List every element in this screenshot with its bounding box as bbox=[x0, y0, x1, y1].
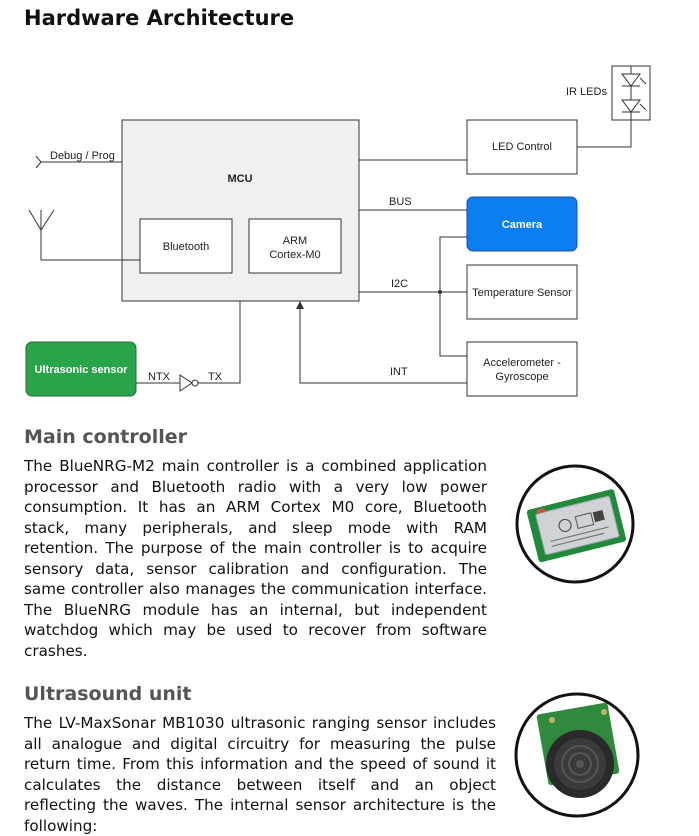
temperature-label: Temperature Sensor bbox=[472, 287, 572, 299]
main-controller-paragraph: The BlueNRG-M2 main controller is a comb… bbox=[24, 457, 487, 660]
accel-label-line2: Gyroscope bbox=[495, 371, 548, 383]
ultrasonic-sensor-block bbox=[25, 341, 137, 397]
inverter-icon bbox=[179, 374, 199, 392]
ultrasonic-label: Ultrasonic sensor bbox=[35, 364, 129, 376]
arm-label-line2: Cortex-M0 bbox=[269, 249, 320, 261]
i2c-label: I2C bbox=[391, 278, 408, 290]
temperature-sensor-block bbox=[466, 264, 578, 320]
int-arrow-icon bbox=[296, 301, 304, 309]
camera-label: Camera bbox=[502, 219, 543, 231]
led-control-label: LED Control bbox=[492, 141, 552, 153]
bluetooth-block bbox=[139, 218, 233, 274]
accel-label-line1: Accelerometer - bbox=[483, 357, 561, 369]
page-title: Hardware Architecture bbox=[24, 6, 295, 30]
ultrasound-unit-paragraph: The LV-MaxSonar MB1030 ultrasonic rangin… bbox=[24, 714, 496, 835]
bluenrg-module-photo bbox=[515, 464, 635, 584]
debug-label: Debug / Prog bbox=[50, 150, 115, 162]
ir-leds-label: IR LEDs bbox=[566, 86, 607, 98]
ir-led-icon bbox=[621, 66, 647, 120]
ultrasound-unit-heading: Ultrasound unit bbox=[24, 683, 192, 705]
arm-label-line1: ARM bbox=[283, 235, 307, 247]
int-label: INT bbox=[390, 366, 408, 378]
bus-label: BUS bbox=[389, 196, 412, 208]
antenna-icon bbox=[28, 209, 55, 260]
maxsonar-sensor-photo bbox=[514, 692, 640, 818]
mcu-label: MCU bbox=[227, 173, 252, 185]
tx-label: TX bbox=[208, 371, 223, 383]
camera-block bbox=[466, 196, 578, 252]
bluetooth-label: Bluetooth bbox=[163, 241, 209, 253]
arm-core-block bbox=[248, 218, 342, 274]
debug-connector-icon bbox=[35, 155, 42, 169]
ntx-label: NTX bbox=[148, 371, 171, 383]
mcu-block bbox=[121, 119, 360, 302]
main-controller-heading: Main controller bbox=[24, 426, 188, 448]
accelerometer-block bbox=[466, 341, 578, 397]
hardware-architecture-diagram: MCU Bluetooth ARM Cortex-M0 Debug / Prog… bbox=[25, 65, 651, 397]
